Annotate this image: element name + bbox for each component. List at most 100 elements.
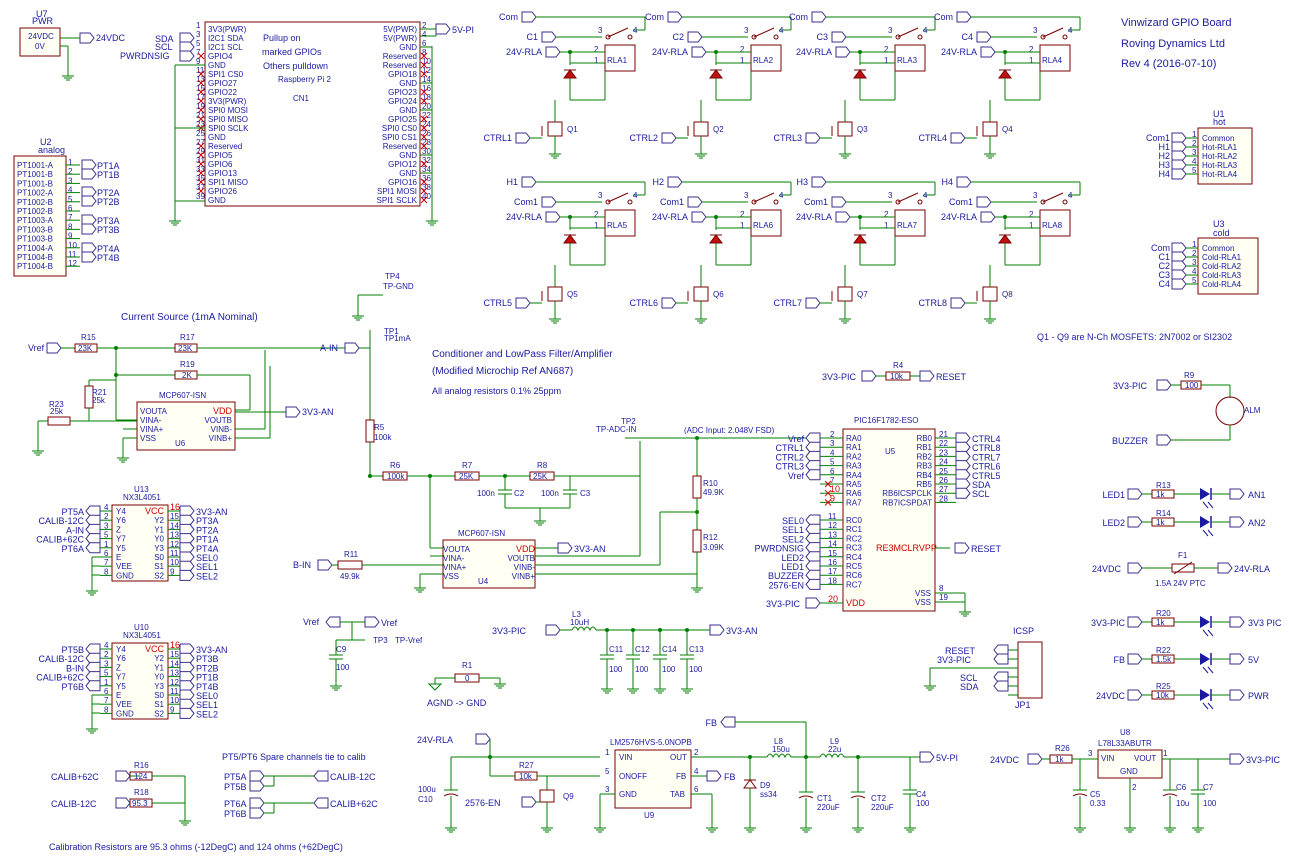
cn1-pin-left: GPIO5 xyxy=(208,151,233,160)
u2-pin-label: PT1001-B xyxy=(17,179,53,188)
led-res-ref: R13 xyxy=(1156,481,1171,490)
r8-val: 25K xyxy=(533,472,548,481)
u2-pin-label: PT1001-B xyxy=(17,170,53,179)
svg-text:6: 6 xyxy=(694,785,699,794)
connector-pin-num: 1 xyxy=(1192,130,1197,139)
icsp-net-reset: RESET xyxy=(945,646,976,656)
r6-val: 100k xyxy=(387,472,405,481)
cn1-pin-left: SPI1 MISO xyxy=(208,178,248,187)
connector-pin-num: 2 xyxy=(1192,139,1197,148)
mux-pin-right: Y3 xyxy=(154,682,164,691)
mux-pin-num: 6 xyxy=(104,687,109,696)
relay-pin: 3 xyxy=(888,26,893,35)
c3-ref: C3 xyxy=(580,489,591,498)
u5-pin-left: RA0 xyxy=(846,434,862,443)
svg-text:2: 2 xyxy=(694,748,699,757)
relay-top-net: Com xyxy=(645,12,664,22)
u5-pin-num: 28 xyxy=(939,494,948,503)
q9-ref: Q9 xyxy=(563,792,574,801)
relay-supply-net: 24V-RLA xyxy=(652,212,688,222)
opamp-pin-left: VSS xyxy=(443,572,459,581)
fuse-ref: F1 xyxy=(1178,551,1188,560)
u5-pin-num: 17 xyxy=(828,567,837,576)
r10-val: 49.9K xyxy=(703,488,725,497)
note-pullup-2: marked GPIOs xyxy=(262,47,322,57)
reset-out-net: RESET xyxy=(936,372,967,382)
relay-pin: 4 xyxy=(633,26,638,35)
relay-top-net: H4 xyxy=(941,177,953,187)
u5-name: PIC16F1782-ESO xyxy=(854,416,918,425)
u5-net-left: CTRL2 xyxy=(775,452,804,462)
r1-val: 0 xyxy=(465,674,470,683)
connector-net: H1 xyxy=(1158,142,1170,152)
r17-val: 23K xyxy=(178,344,193,353)
cn1-pin-num-left: 7 xyxy=(196,48,201,57)
u5-pin-left2: RC3 xyxy=(846,544,863,553)
c9-val: 100 xyxy=(336,663,350,672)
relay-supply-net: 24V-RLA xyxy=(941,212,977,222)
relay-supply-net: 24V-RLA xyxy=(796,212,832,222)
u2-pin-label: PT1003-A xyxy=(17,216,54,225)
u5-pin-num: 23 xyxy=(939,448,948,457)
relay-pin: 1 xyxy=(740,221,745,230)
u5-pin-left: RA6 xyxy=(846,489,862,498)
u5-pin-right: RB0 xyxy=(916,434,932,443)
u2-pin-num: 4 xyxy=(68,186,73,195)
u1-ref: U1 xyxy=(1213,109,1225,119)
relay-pin: 1 xyxy=(1029,221,1034,230)
relay-mosfet-ref: Q3 xyxy=(857,125,868,134)
cn1-pin-num-right: 30 xyxy=(422,147,431,156)
r12-ref: R12 xyxy=(703,533,718,542)
u5-pin-num: 6 xyxy=(830,467,835,476)
connector-net: Com xyxy=(1151,243,1170,253)
relay-supply-net: 24V-RLA xyxy=(506,212,542,222)
relay-mosfet-ref: Q7 xyxy=(857,290,868,299)
mux-pin-right: S1 xyxy=(154,700,164,709)
u2-net-label: PT2A xyxy=(97,188,120,198)
mux-pin-num: 4 xyxy=(104,641,109,650)
c2-val: 100n xyxy=(477,489,495,498)
cn1-pin-left: GPIO22 xyxy=(208,88,237,97)
mux-pin-right: Y3 xyxy=(154,544,164,553)
u5-pic-microcontroller: PIC16F1782-ESO U5 RA02VrefRA13CTRL1RA24C… xyxy=(755,416,1002,617)
u5-pin-num: 10 xyxy=(830,484,840,494)
cn1-pin-num-left: 27 xyxy=(196,138,205,147)
led-out-net: 5V xyxy=(1248,655,1259,665)
u8-ldo-regulator: 24VDC R26 1k L78L33ABUTR U8 VIN VOUT GND… xyxy=(990,728,1281,833)
u5-pin-right: RB6ICSPCLK xyxy=(882,489,932,498)
l3-val: 10uH xyxy=(570,618,589,627)
mux-ref: U10 xyxy=(134,623,149,632)
mux-pin-num: 1 xyxy=(104,678,109,687)
relay-pin: 3 xyxy=(598,26,603,35)
u2-pin-num: 9 xyxy=(68,232,73,241)
u5-vss1: VSS xyxy=(915,589,931,598)
tp1-name: TP1mA xyxy=(384,334,411,343)
cn1-pin-left: SPI0 MOSI xyxy=(208,106,248,115)
cn1-pin-num-right: 22 xyxy=(422,111,431,120)
u5-net-left2: SEL1 xyxy=(782,525,804,535)
u2-pin-label: PT1003-B xyxy=(17,225,53,234)
ct2-val: 220uF xyxy=(871,803,894,812)
opamp-pin-left: VSS xyxy=(140,434,156,443)
r23-ref: R23 xyxy=(49,400,64,409)
icsp-net-3v3: 3V3-PIC xyxy=(937,655,972,665)
mux-pin-num: 12 xyxy=(170,540,179,549)
u5-pin-left: RA1 xyxy=(846,443,862,452)
ct2-ref: CT2 xyxy=(871,794,887,803)
u8-vout: VOUT xyxy=(1134,754,1156,763)
opamp-pin-left: VINA- xyxy=(140,416,162,425)
mux-pin-num: 8 xyxy=(104,567,109,576)
relay-top-net: Com xyxy=(499,12,518,22)
mux-pin-right: S0 xyxy=(154,691,164,700)
mux-pin-num: 6 xyxy=(104,549,109,558)
svg-text:5: 5 xyxy=(605,767,610,776)
u5-net-left: CTRL1 xyxy=(775,443,804,453)
note-agnd: AGND -> GND xyxy=(427,698,487,708)
r26-ref: R26 xyxy=(1055,744,1070,753)
title-line-1: Vinwizard GPIO Board xyxy=(1121,17,1231,29)
u5-net-left2: SEL2 xyxy=(782,534,804,544)
